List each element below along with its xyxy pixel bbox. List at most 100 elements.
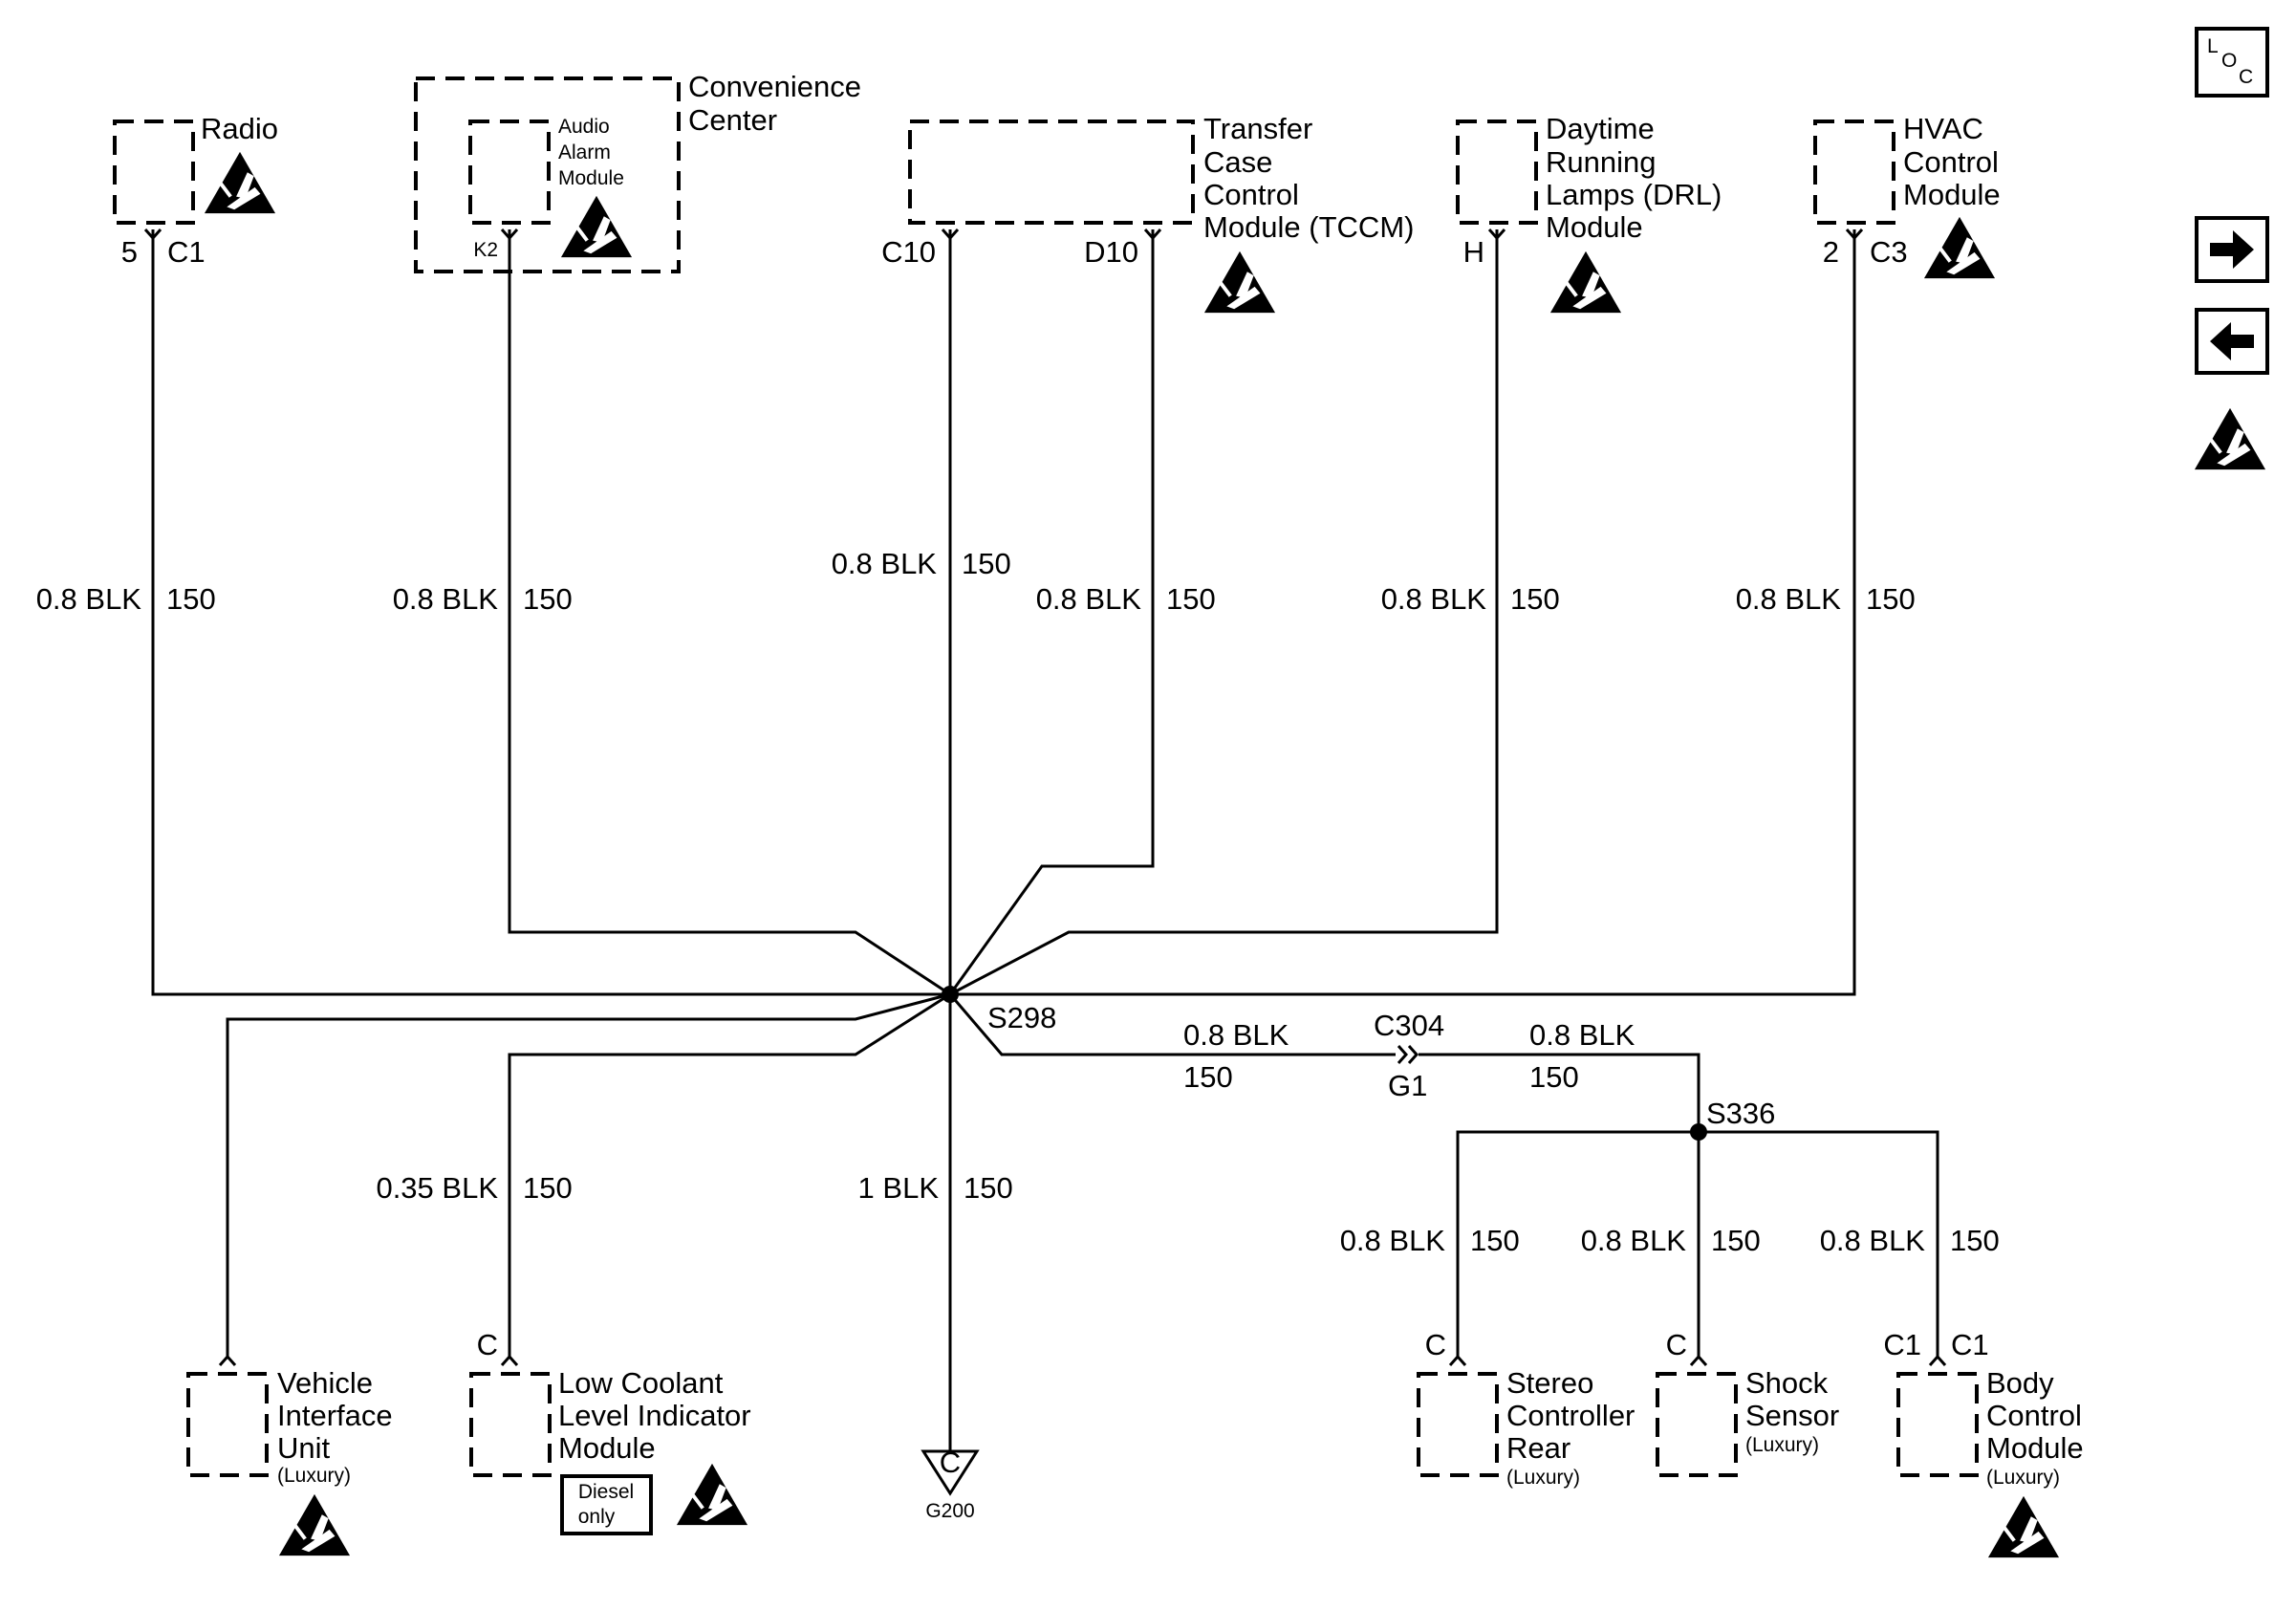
stereo-line3: Rear <box>1506 1431 1570 1465</box>
wire-tccm-c10-circuit: 150 <box>962 547 1011 580</box>
viu-line2: Interface <box>277 1399 393 1432</box>
next-page-button[interactable] <box>2195 216 2269 283</box>
wire-stereo-size: 0.8 BLK <box>1340 1224 1446 1257</box>
esd-icon-bcm <box>1988 1496 2059 1557</box>
wire-from-c304 <box>1419 1053 1700 1132</box>
convenience-center-line1: Convenience <box>688 70 861 103</box>
esd-icon-radio <box>205 152 275 213</box>
stereo-note: (Luxury) <box>1506 1467 1580 1489</box>
radio-connector: C1 <box>167 235 206 269</box>
connector-hvac-c3 <box>1845 228 1864 241</box>
esd-icon-lcli <box>677 1464 747 1525</box>
prev-page-button[interactable] <box>2195 308 2269 375</box>
tccm-line2: Case <box>1203 145 1272 179</box>
wire-radio-size: 0.8 BLK <box>36 582 142 616</box>
radio-box <box>113 120 195 225</box>
shock-note: (Luxury) <box>1745 1434 1819 1456</box>
connector-stereo-c <box>1448 1354 1467 1366</box>
lcli-pin: C <box>477 1328 498 1361</box>
wire-shock-circuit: 150 <box>1711 1224 1761 1257</box>
bcm-connector: C1 <box>1951 1328 1989 1361</box>
tccm-line4: Module (TCCM) <box>1203 210 1414 244</box>
wire-from-c304-size: 0.8 BLK <box>1529 1018 1635 1052</box>
loc-c-text: C <box>2239 66 2253 88</box>
lcli-line2: Level Indicator <box>558 1399 751 1432</box>
wire-radio-circuit: 150 <box>166 582 216 616</box>
diesel-only-box <box>560 1474 653 1535</box>
hvac-line1: HVAC <box>1903 112 1983 145</box>
tccm-pin-d10: D10 <box>1084 235 1138 269</box>
wire-ground-size: 1 BLK <box>858 1171 940 1205</box>
esd-icon-audio-alarm <box>561 196 632 257</box>
wire-lcli-size: 0.35 BLK <box>376 1171 498 1205</box>
splice-s298-dot <box>942 986 959 1003</box>
wire-from-c304-circuit: 150 <box>1529 1060 1579 1094</box>
wire-tccm-d10-circuit: 150 <box>1166 582 1216 616</box>
wire-to-c304 <box>948 993 1396 1056</box>
wire-tccm-c10-size: 0.8 BLK <box>832 547 938 580</box>
wire-hvac <box>950 229 1856 996</box>
bcm-line1: Body <box>1986 1366 2054 1400</box>
bcm-pin: C1 <box>1883 1328 1921 1361</box>
audio-alarm-line1: Audio <box>558 116 610 138</box>
connector-radio-c1 <box>143 228 162 241</box>
wire-audio-size: 0.8 BLK <box>393 582 499 616</box>
drl-line2: Running <box>1546 145 1656 179</box>
wire-shock-size: 0.8 BLK <box>1581 1224 1687 1257</box>
connector-audio-k2 <box>500 228 519 241</box>
bcm-note: (Luxury) <box>1986 1467 2060 1489</box>
convenience-center-line2: Center <box>688 103 777 137</box>
arrow-left-icon <box>2210 322 2254 360</box>
stereo-pin: C <box>1425 1328 1446 1361</box>
arrow-right-icon <box>2210 230 2254 269</box>
drl-line1: Daytime <box>1546 112 1655 145</box>
ground-pin: C <box>940 1446 961 1479</box>
esd-icon-hvac <box>1924 217 1995 278</box>
wire-ground-circuit: 150 <box>964 1171 1013 1205</box>
splice-s298-label: S298 <box>987 1001 1056 1034</box>
wire-radio <box>151 229 950 996</box>
shock-line2: Sensor <box>1745 1399 1839 1432</box>
shock-pin: C <box>1666 1328 1687 1361</box>
connector-lcli-c <box>500 1354 519 1366</box>
stereo-line1: Stereo <box>1506 1366 1593 1400</box>
lcli-line3: Module <box>558 1431 656 1465</box>
viu-line3: Unit <box>277 1431 331 1465</box>
convenience-center-box <box>414 76 681 273</box>
tccm-line1: Transfer <box>1203 112 1312 145</box>
drl-pin: H <box>1463 235 1484 269</box>
esd-icon-nav[interactable] <box>2195 408 2265 469</box>
connector-shock-c <box>1689 1354 1708 1366</box>
esd-icon-drl <box>1550 251 1621 313</box>
wire-audio <box>508 229 951 996</box>
esd-icon-tccm <box>1204 251 1275 313</box>
wire-bcm-size: 0.8 BLK <box>1820 1224 1926 1257</box>
wire-drl-size: 0.8 BLK <box>1381 582 1487 616</box>
wire-bcm-circuit: 150 <box>1950 1224 2000 1257</box>
hvac-line3: Module <box>1903 178 2001 211</box>
bcm-box <box>1896 1372 1979 1477</box>
hvac-box <box>1813 120 1895 225</box>
wire-stereo-circuit: 150 <box>1470 1224 1520 1257</box>
tccm-line3: Control <box>1203 178 1299 211</box>
hvac-connector: C3 <box>1870 235 1908 269</box>
hvac-line2: Control <box>1903 145 1999 179</box>
viu-line1: Vehicle <box>277 1366 373 1400</box>
tccm-box <box>908 120 1195 225</box>
loc-button[interactable]: L O C <box>2195 27 2269 98</box>
wire-hvac-size: 0.8 BLK <box>1736 582 1842 616</box>
diesel-only-line1: Diesel <box>578 1481 634 1503</box>
audio-alarm-line2: Alarm <box>558 141 611 163</box>
radio-pin: 5 <box>121 235 138 269</box>
wire-viu <box>226 992 951 1358</box>
ground-name: G200 <box>925 1500 974 1522</box>
lcli-box <box>469 1372 552 1477</box>
wire-tccm-d10 <box>948 229 1155 995</box>
audio-alarm-pin: K2 <box>473 239 498 261</box>
audio-alarm-line3: Module <box>558 167 624 189</box>
loc-l-text: L <box>2207 35 2219 57</box>
connector-tccm-d10 <box>1143 228 1162 241</box>
c304-label: C304 <box>1374 1009 1444 1042</box>
wire-audio-circuit: 150 <box>523 582 573 616</box>
wire-lcli-circuit: 150 <box>523 1171 573 1205</box>
